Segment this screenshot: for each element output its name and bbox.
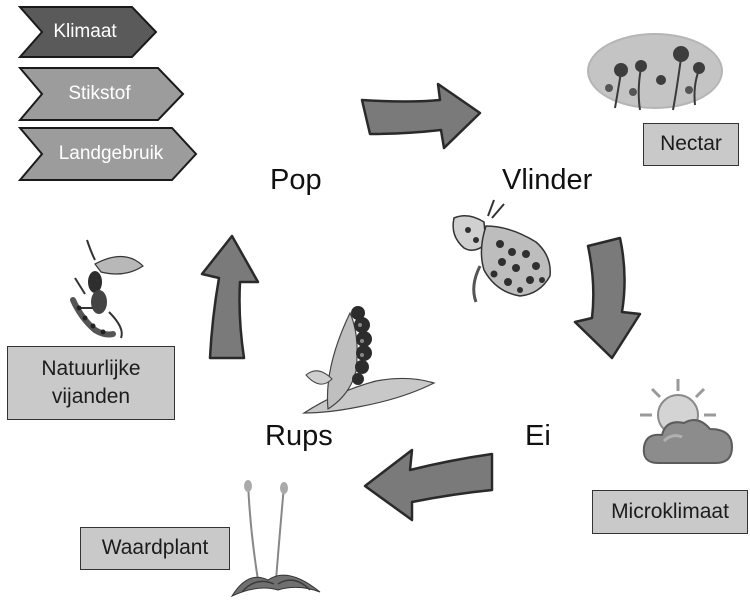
factor-label-natuurlijke: Natuurlijke (41, 355, 140, 383)
factor-box-microklimaat: Microklimaat (592, 490, 748, 534)
parasitic-wasp-image (65, 238, 150, 343)
host-plant-image (228, 480, 328, 600)
factor-label-microklimaat: Microklimaat (611, 498, 729, 526)
factor-label-vijanden: vijanden (52, 383, 130, 411)
arrow-vlinder-to-ei (575, 238, 640, 358)
stage-label-rups: Rups (265, 420, 333, 453)
factor-box-natuurlijke-vijanden: Natuurlijke vijanden (7, 346, 175, 420)
factor-label-waardplant: Waardplant (102, 534, 209, 562)
arrow-rups-to-pop (202, 236, 258, 358)
flowers-image (585, 30, 725, 112)
arrow-pop-to-vlinder (362, 84, 480, 148)
stage-label-vlinder: Vlinder (502, 164, 592, 197)
factor-box-nectar: Nectar (643, 123, 739, 166)
factor-label-nectar: Nectar (660, 130, 722, 158)
stage-label-ei: Ei (525, 420, 551, 453)
sun-cloud-image (638, 375, 738, 470)
caterpillar-image (298, 295, 438, 420)
stage-label-pop: Pop (270, 164, 322, 197)
arrow-ei-to-rups (365, 450, 492, 520)
butterfly-image (440, 196, 565, 306)
factor-box-waardplant: Waardplant (80, 527, 230, 570)
